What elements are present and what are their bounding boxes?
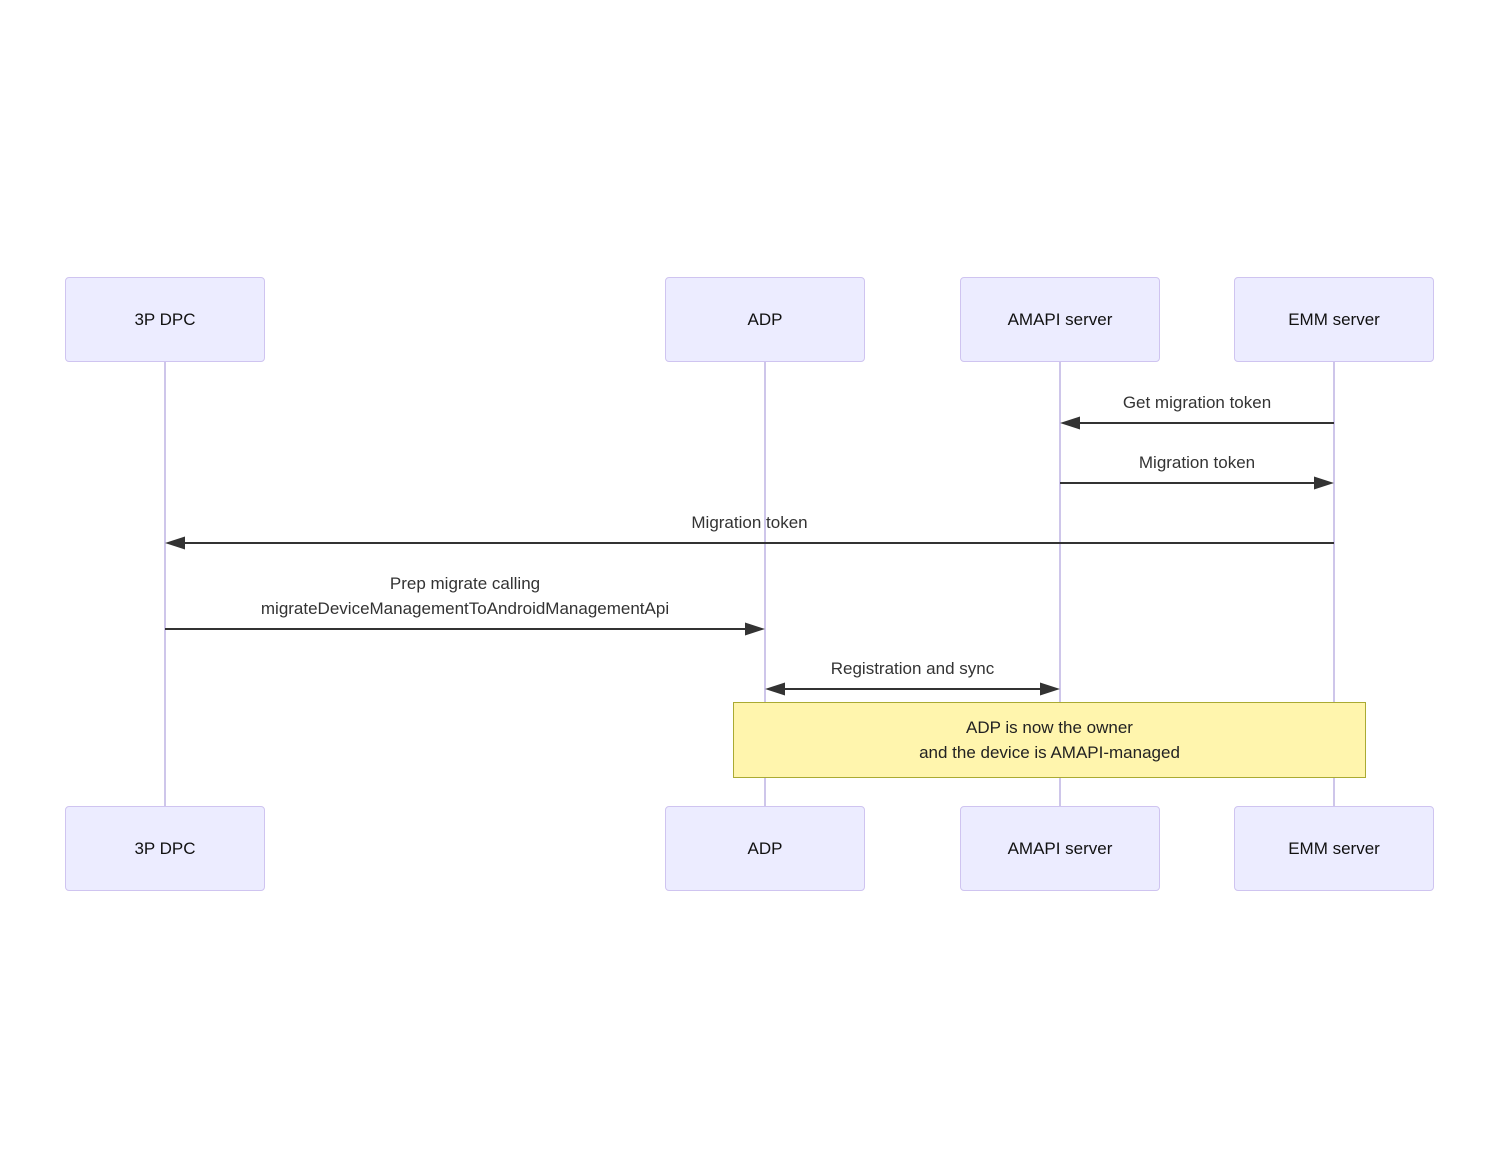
note-line-1: ADP is now the owner <box>966 718 1133 737</box>
message-label-migration-token-2: Migration token <box>691 513 808 532</box>
actor-bottom-amapi-server: AMAPI server <box>960 806 1160 891</box>
message-label-prep-migrate-line-2: migrateDeviceManagementToAndroidManageme… <box>260 599 670 618</box>
actor-label: EMM server <box>1288 309 1380 329</box>
lifeline-emm-server <box>1333 362 1335 806</box>
actor-label: ADP <box>747 309 783 329</box>
lifeline-3p-dpc <box>164 362 166 806</box>
arrow-prep-migrate <box>165 622 765 636</box>
actor-bottom-adp: ADP <box>665 806 865 891</box>
actor-label: AMAPI server <box>1007 838 1113 858</box>
actor-label: 3P DPC <box>134 838 196 858</box>
message-label-get-migration-token: Get migration token <box>1122 393 1272 412</box>
message-label-registration-and-sync: Registration and sync <box>830 659 995 678</box>
actor-label: EMM server <box>1288 838 1380 858</box>
arrow-migration-token-to-emm <box>1060 476 1334 490</box>
arrow-migration-token-to-3p-dpc <box>165 536 1334 550</box>
note-adp-owner: ADP is now the owner and the device is A… <box>733 702 1366 778</box>
actor-bottom-3p-dpc: 3P DPC <box>65 806 265 891</box>
lifeline-adp <box>764 362 766 806</box>
message-label-prep-migrate-line-1: Prep migrate calling <box>389 574 541 593</box>
message-label-migration-token-1: Migration token <box>1138 453 1256 472</box>
actor-label: 3P DPC <box>134 309 196 329</box>
note-line-2: and the device is AMAPI-managed <box>919 743 1180 762</box>
actor-top-amapi-server: AMAPI server <box>960 277 1160 362</box>
actor-top-adp: ADP <box>665 277 865 362</box>
actor-label: ADP <box>747 838 783 858</box>
actor-label: AMAPI server <box>1007 309 1113 329</box>
arrow-registration-and-sync <box>765 682 1060 696</box>
actor-top-emm-server: EMM server <box>1234 277 1434 362</box>
message-label-prep-migrate: Prep migrate calling migrateDeviceManage… <box>165 571 765 621</box>
actor-top-3p-dpc: 3P DPC <box>65 277 265 362</box>
arrow-get-migration-token <box>1060 416 1334 430</box>
actor-bottom-emm-server: EMM server <box>1234 806 1434 891</box>
lifeline-amapi-server <box>1059 362 1061 806</box>
